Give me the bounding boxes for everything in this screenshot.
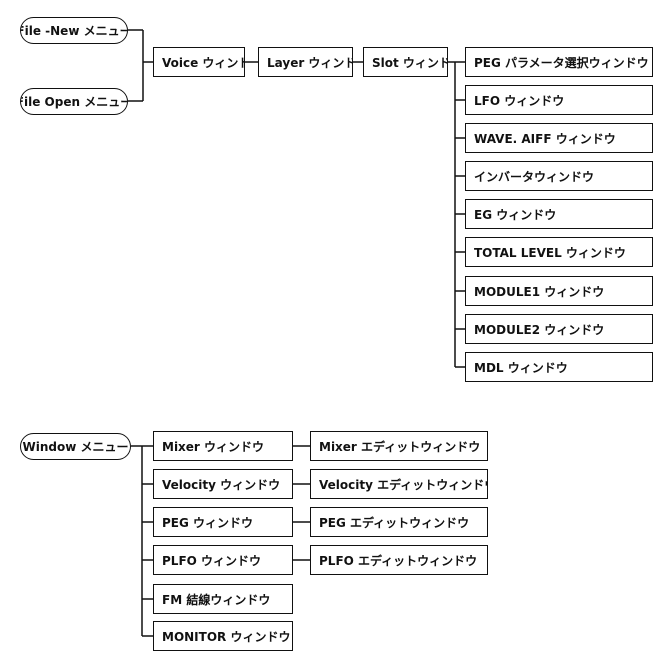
mixer-window: Mixer ウィンドウ <box>153 431 293 461</box>
file-new-menu: File -New メニュー <box>20 17 128 44</box>
module2-window: MODULE2 ウィンドウ <box>465 314 653 344</box>
file-open-menu: File Open メニュー <box>20 88 128 115</box>
inverter-window: インバータウィンドウ <box>465 161 653 191</box>
velocity-edit-window: Velocity エディットウィンドウ <box>310 469 488 499</box>
peg-edit-window: PEG エディットウィンドウ <box>310 507 488 537</box>
plfo-window: PLFO ウィンドウ <box>153 545 293 575</box>
voice-window: Voice ウィンドウ <box>153 47 245 77</box>
window-menu: Window メニュー <box>20 433 131 460</box>
mixer-edit-window: Mixer エディットウィンドウ <box>310 431 488 461</box>
total-level-window: TOTAL LEVEL ウィンドウ <box>465 237 653 267</box>
monitor-window: MONITOR ウィンドウ <box>153 621 293 651</box>
module1-window: MODULE1 ウィンドウ <box>465 276 653 306</box>
velocity-window: Velocity ウィンドウ <box>153 469 293 499</box>
layer-window: Layer ウィンドウ <box>258 47 353 77</box>
lfo-window: LFO ウィンドウ <box>465 85 653 115</box>
peg-parameter-select-window: PEG パラメータ選択ウィンドウ <box>465 47 653 77</box>
fm-connection-window: FM 結線ウィンドウ <box>153 584 293 614</box>
eg-window: EG ウィンドウ <box>465 199 653 229</box>
peg-window: PEG ウィンドウ <box>153 507 293 537</box>
wave-aiff-window: WAVE. AIFF ウィンドウ <box>465 123 653 153</box>
slot-window: Slot ウィンドウ <box>363 47 448 77</box>
mdl-window: MDL ウィンドウ <box>465 352 653 382</box>
plfo-edit-window: PLFO エディットウィンドウ <box>310 545 488 575</box>
